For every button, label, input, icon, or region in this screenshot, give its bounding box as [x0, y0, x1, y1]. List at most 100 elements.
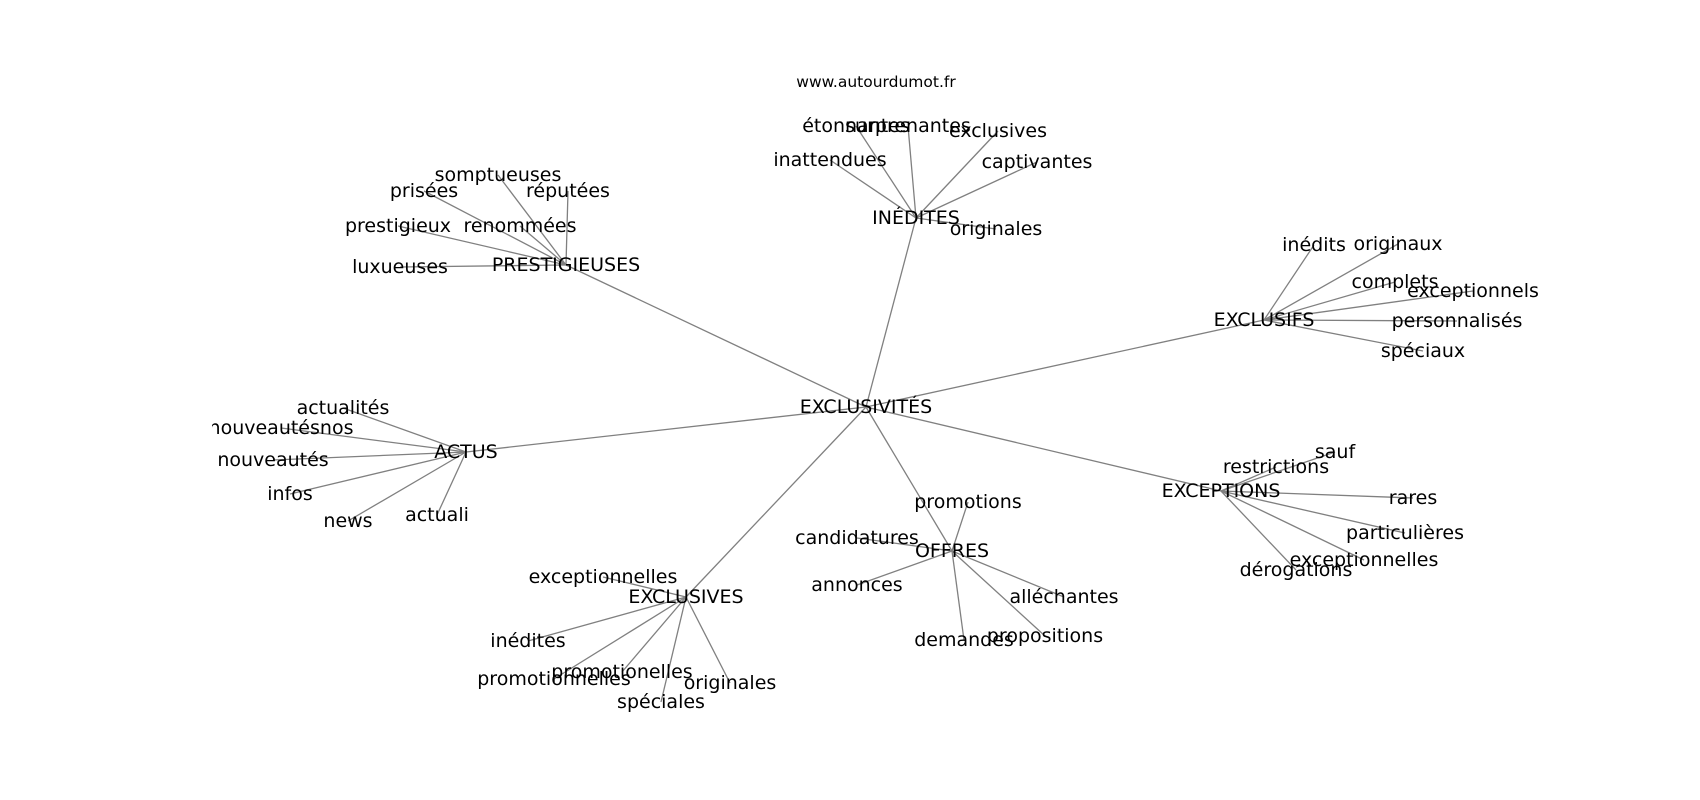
edge-offres-to-demandes — [951, 550, 965, 641]
edge-actus-to-actualites — [342, 407, 467, 453]
edge-exclusives-to-exceptionnelles — [602, 576, 687, 598]
leaf-node-nouveautesnos: nouveautésnos — [209, 417, 354, 439]
edge-center-to-inedites — [865, 217, 917, 408]
edge-center-to-prestigieuses — [565, 264, 867, 408]
edge-offres-to-propositions — [951, 550, 1046, 637]
leaf-node-prisees: prisées — [390, 180, 458, 202]
leaf-node-luxueuses: luxueuses — [352, 256, 448, 278]
leaf-node-inattendues: inattendues — [773, 149, 886, 171]
leaf-node-derogations: dérogations — [1240, 559, 1353, 581]
hub-node-exceptions: EXCEPTIONS — [1162, 480, 1281, 502]
edge-actus-to-news — [347, 451, 467, 522]
edge-actus-to-actuali — [436, 451, 467, 516]
edge-exclusives-to-inedites — [527, 596, 687, 642]
edge-exclusifs-to-personnalises — [1263, 319, 1458, 322]
hub-node-offres: OFFRES — [915, 540, 989, 562]
edge-actus-to-nouveautesnos — [280, 427, 467, 453]
edge-exceptions-to-derogations — [1220, 490, 1297, 571]
leaf-node-promotionelles: promotionelles — [551, 661, 692, 683]
edge-offres-to-promotions — [951, 501, 969, 552]
edge-exclusives-to-promotionnelles — [553, 596, 687, 680]
edge-inedites-to-surprenantes — [907, 125, 917, 219]
leaf-node-particulieres: particulières — [1346, 522, 1464, 544]
leaf-node-promotionnelles: promotionnelles — [477, 668, 630, 690]
edge-actus-to-infos — [289, 451, 467, 495]
edge-exceptions-to-restrictions — [1220, 466, 1277, 492]
leaf-node-renommees: renommées — [463, 215, 576, 237]
leaf-node-surprenantes: surprenantes — [845, 115, 971, 137]
leaf-node-infos: infos — [267, 483, 313, 505]
edge-exceptions-to-exceptionnelles — [1220, 490, 1365, 561]
hub-node-exclusifs: EXCLUSIFS — [1214, 309, 1315, 331]
edge-exclusives-to-originales — [685, 596, 731, 684]
edge-prestigieuses-to-reputees — [565, 190, 569, 266]
edge-offres-to-candidatures — [856, 537, 953, 552]
edge-exclusives-to-speciales — [660, 596, 687, 703]
leaf-node-news: news — [323, 510, 372, 532]
leaf-node-reputees: réputées — [526, 180, 610, 202]
edge-exceptions-to-sauf — [1220, 451, 1336, 492]
leaf-node-rares: rares — [1389, 487, 1437, 509]
leaf-node-allechantes: alléchantes — [1009, 586, 1118, 608]
edge-exclusives-to-promotionelles — [621, 596, 687, 673]
leaf-node-somptueuses: somptueuses — [435, 164, 562, 186]
edge-prestigieuses-to-somptueuses — [497, 174, 567, 266]
center-node-label: EXCLUSIVITÉS — [800, 395, 932, 418]
leaf-node-originales: originales — [950, 218, 1043, 240]
leaf-node-demandes: demandes — [914, 629, 1014, 651]
leaf-node-originaux: originaux — [1353, 233, 1442, 255]
edge-prestigieuses-to-renommees — [519, 225, 567, 266]
leaf-node-exceptionnelles: exceptionnelles — [529, 566, 678, 588]
leaf-node-captivantes: captivantes — [982, 151, 1093, 173]
edge-exclusifs-to-inedits — [1263, 244, 1315, 321]
leaf-node-personnalises: personnalisés — [1392, 310, 1523, 332]
edge-exclusifs-to-speciaux — [1263, 319, 1424, 352]
leaf-node-restrictions: restrictions — [1223, 456, 1329, 478]
hub-node-actus: ACTUS — [434, 441, 498, 463]
edge-center-to-exclusives — [685, 406, 867, 598]
edge-prestigieuses-to-prestigieux — [397, 225, 567, 266]
edge-exclusifs-to-exceptionnels — [1263, 290, 1474, 321]
edge-offres-to-allechantes — [951, 550, 1065, 598]
edge-prestigieuses-to-luxueuses — [399, 264, 567, 268]
edge-inedites-to-originales — [915, 217, 997, 230]
edge-exceptions-to-rares — [1220, 490, 1414, 499]
leaf-node-complets: complets — [1352, 271, 1439, 293]
leaf-node-promotions: promotions — [914, 491, 1022, 513]
edge-center-to-exclusifs — [865, 319, 1265, 408]
leaf-node-nouveautes: nouveautés — [217, 449, 328, 471]
leaf-node-inedits: inédits — [1282, 234, 1346, 256]
leaf-node-propositions: propositions — [987, 625, 1103, 647]
leaf-node-inedites: inédites — [490, 630, 565, 652]
hub-node-inedites: INÉDITES — [872, 206, 960, 229]
edges-layer — [272, 125, 1474, 703]
leaf-node-exceptionnels: exceptionnels — [1407, 280, 1539, 302]
leaf-node-exclusives: exclusives — [949, 120, 1047, 142]
leaf-node-speciaux: spéciaux — [1381, 340, 1465, 362]
leaf-node-exceptionnelles: exceptionnelles — [1290, 549, 1439, 571]
edge-exclusifs-to-complets — [1263, 281, 1396, 321]
leaf-node-candidatures: candidatures — [795, 527, 919, 549]
leaf-node-actualites: actualités — [297, 397, 390, 419]
labels-layer: EXCLUSIVITÉS INÉDITES étonnantessurprenant… — [209, 115, 1539, 713]
edge-exclusifs-to-originaux — [1263, 243, 1399, 321]
leaf-node-etonnantes: étonnantes — [802, 115, 910, 137]
edge-inedites-to-inattendues — [829, 159, 917, 219]
edge-center-to-offres — [865, 406, 953, 552]
hub-node-prestigieuses: PRESTIGIEUSES — [492, 254, 640, 276]
edge-inedites-to-exclusives — [915, 130, 999, 219]
edge-actus-to-nouveautes — [272, 451, 467, 461]
leaf-node-annonces: annonces — [811, 574, 902, 596]
leaf-node-actuali: actuali — [405, 504, 469, 526]
leaf-node-speciales: spéciales — [617, 691, 705, 713]
edge-center-to-actus — [465, 406, 867, 453]
leaf-node-originales: originales — [684, 672, 777, 694]
leaf-node-prestigieux: prestigieux — [345, 215, 451, 237]
edge-exceptions-to-particulieres — [1220, 490, 1406, 534]
edge-center-to-exceptions — [865, 406, 1222, 492]
edge-offres-to-annonces — [856, 550, 953, 586]
leaf-node-sauf: sauf — [1315, 441, 1357, 463]
edge-prestigieuses-to-prisees — [423, 190, 567, 266]
edge-inedites-to-etonnantes — [855, 125, 917, 219]
